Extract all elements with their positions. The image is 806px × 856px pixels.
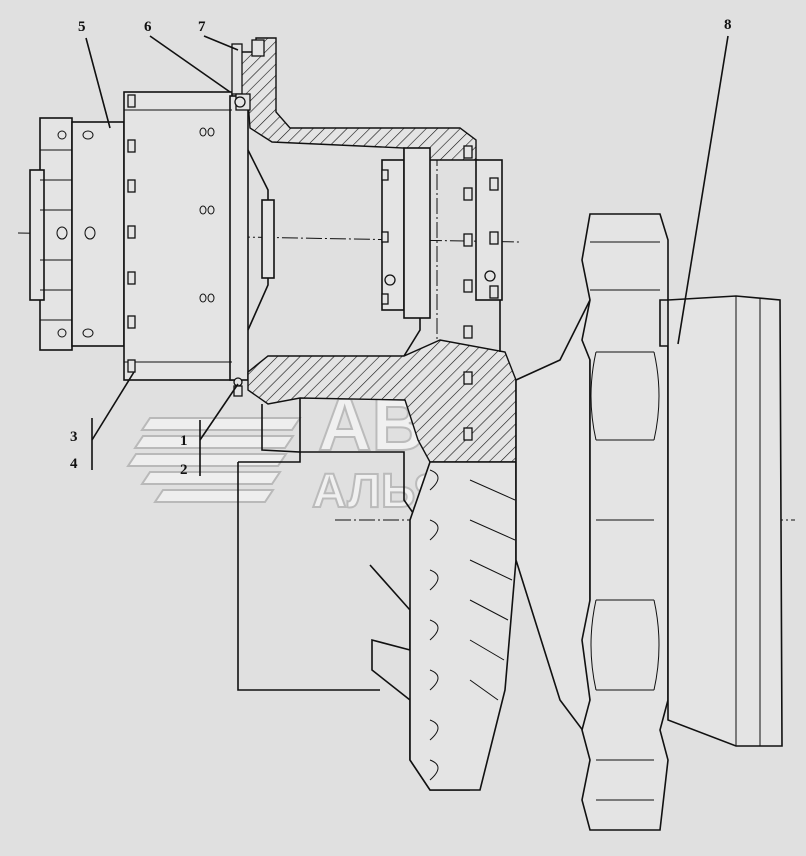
- callout-3: 3: [70, 429, 78, 445]
- callout-4: 4: [70, 456, 78, 472]
- flange-bolts: [127, 94, 136, 373]
- leader-lines: [85, 35, 729, 476]
- seal-ring-part-6: [234, 96, 246, 108]
- callout-2: 2: [180, 462, 188, 478]
- callouts: 5 6 7 8 3 4 1 2: [70, 17, 732, 478]
- callout-5: 5: [78, 19, 86, 35]
- callout-1: 1: [180, 433, 188, 449]
- crown-gear: [409, 461, 517, 791]
- drive-shaft: [515, 299, 591, 743]
- watermark-emblem: [126, 417, 302, 503]
- callout-6: 6: [144, 19, 152, 35]
- hub-flange: [667, 295, 783, 747]
- seal-rings-parts-1-2: [233, 377, 243, 397]
- callout-7: 7: [198, 19, 206, 35]
- end-cover-part-5: [29, 117, 125, 351]
- drive-sprocket-part-8: [581, 213, 669, 831]
- callout-8: 8: [724, 17, 732, 33]
- main-housing: [239, 37, 517, 463]
- bearing-housing: [381, 145, 503, 497]
- flange-housing: [123, 91, 275, 381]
